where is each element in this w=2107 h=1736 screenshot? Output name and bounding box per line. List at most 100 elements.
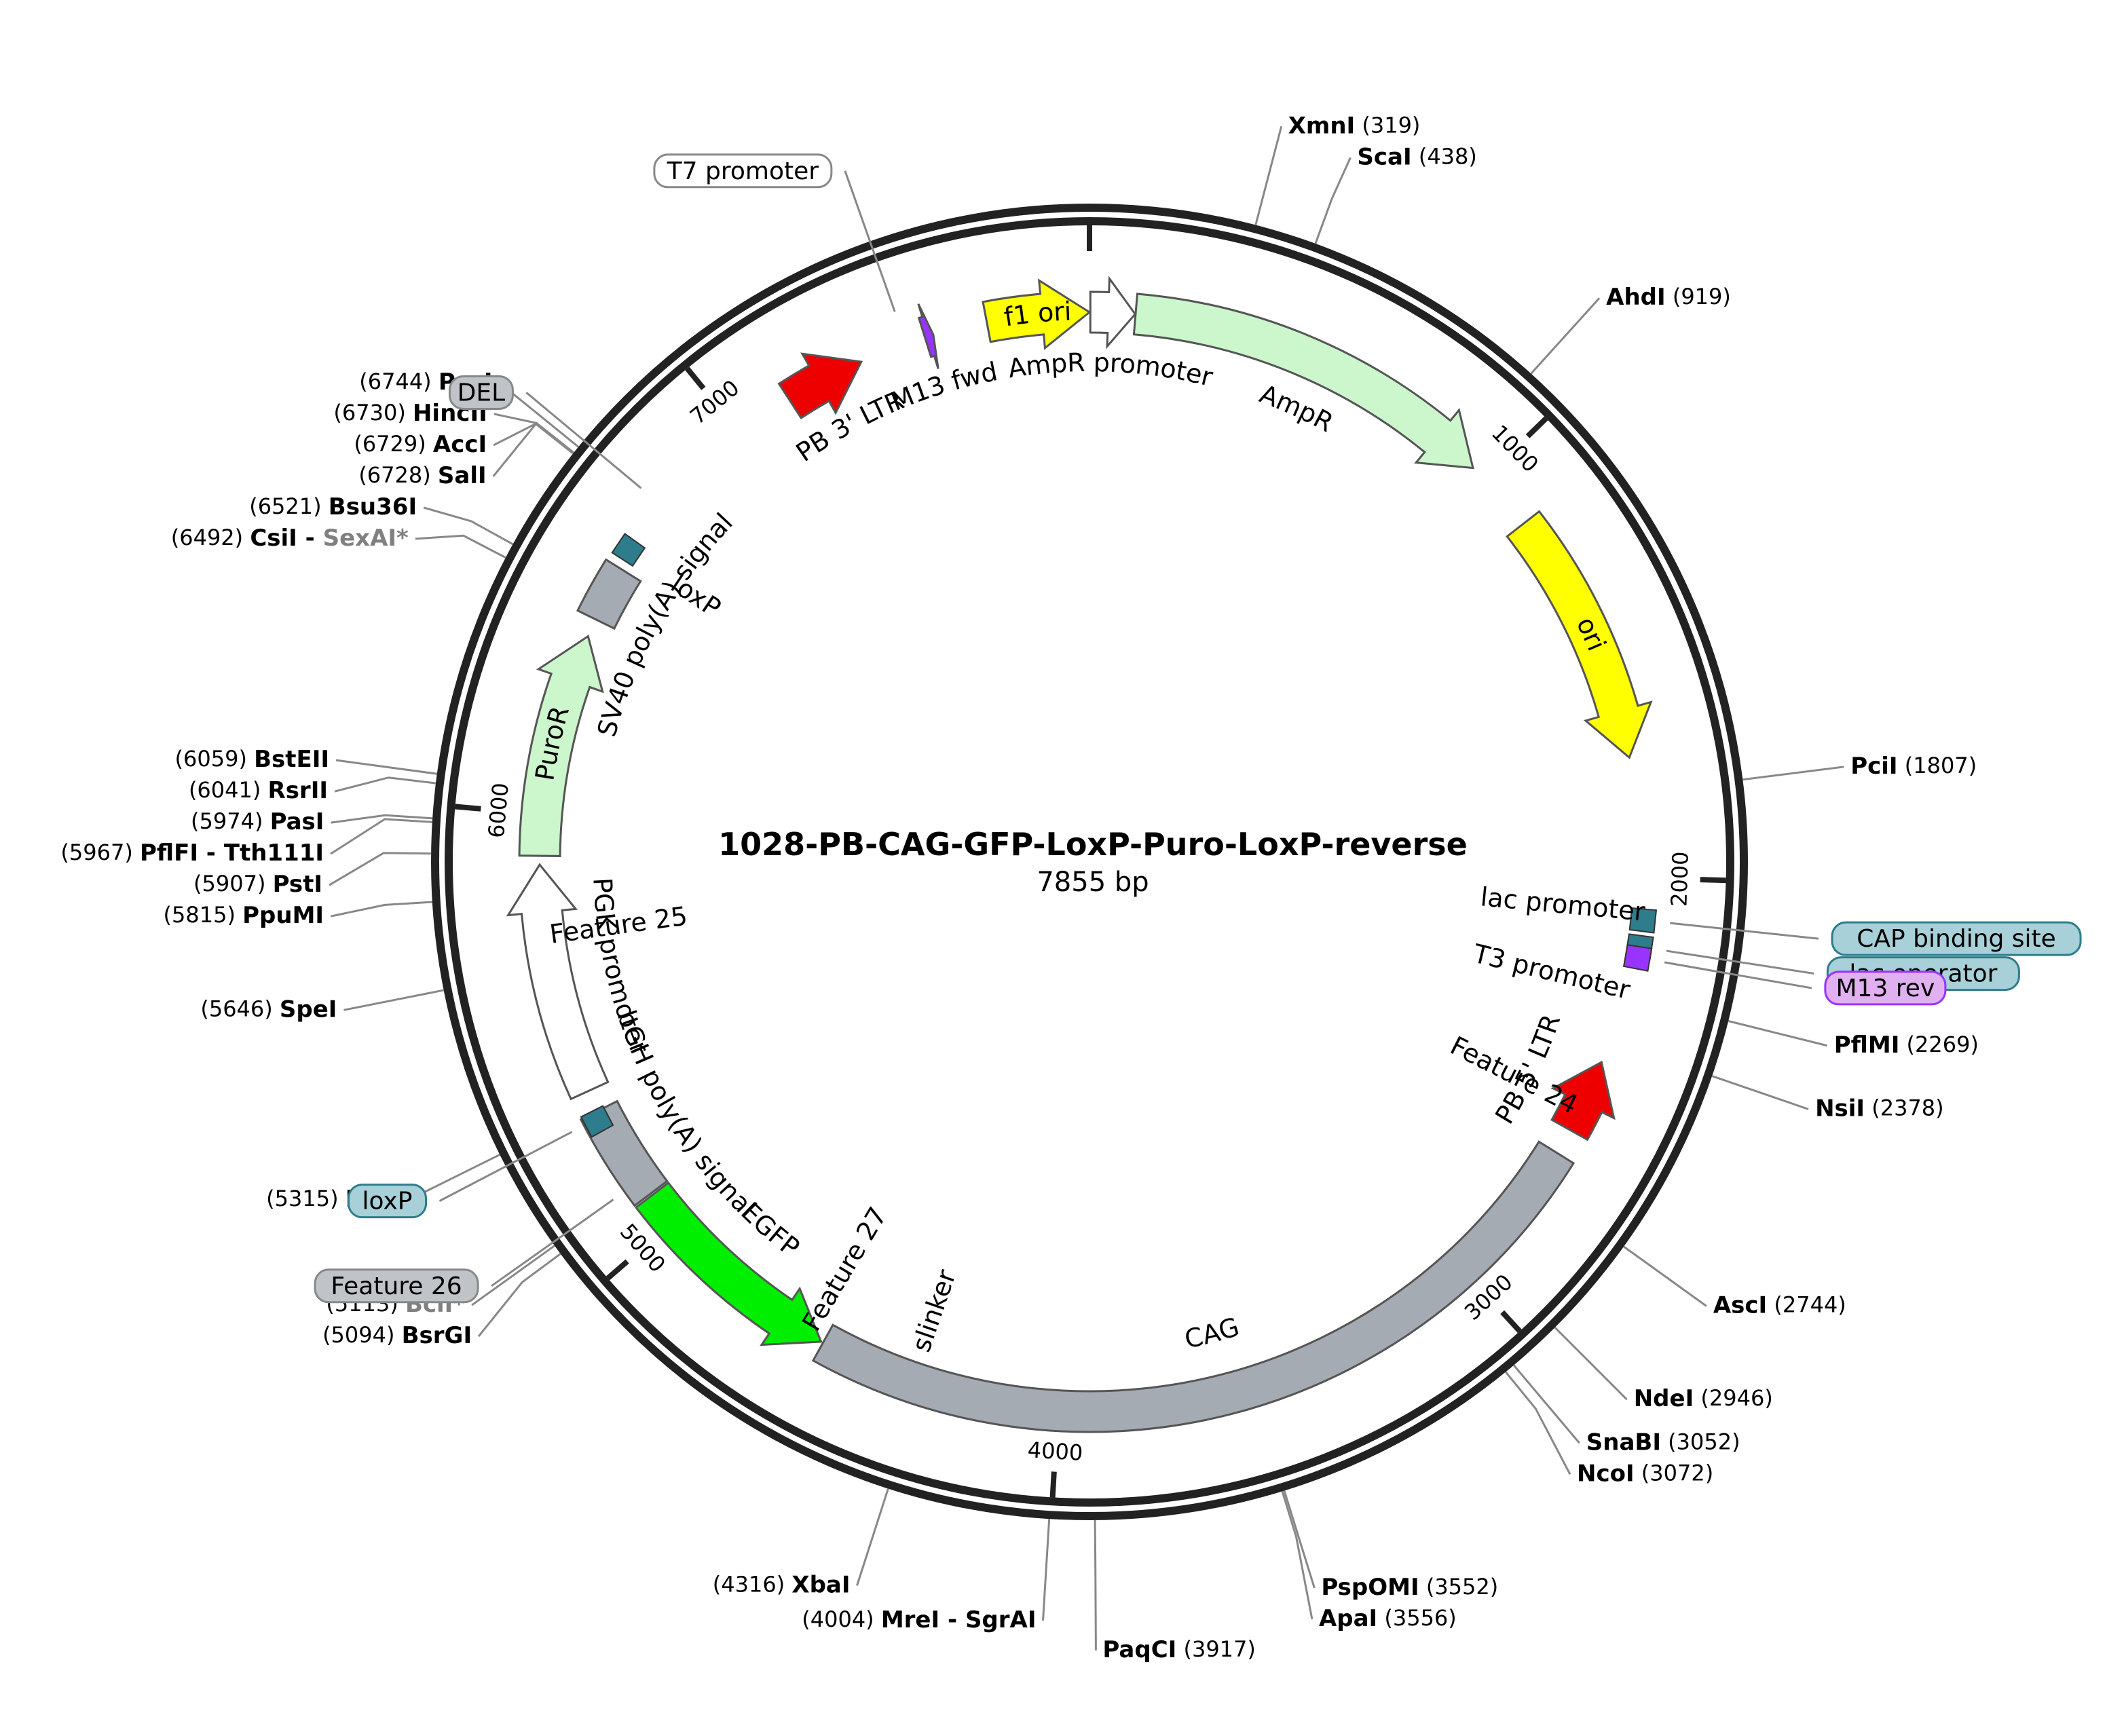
site-pflfi: (5967) PflFI - Tth111I bbox=[60, 839, 324, 867]
site-position: (438) bbox=[1412, 143, 1477, 169]
site-line-pcii bbox=[1742, 766, 1844, 781]
site-rsrii: (6041) RsrII bbox=[189, 777, 328, 804]
site-spei: (5646) SpeI bbox=[200, 996, 337, 1023]
site-pasi: (5974) PasI bbox=[191, 808, 324, 835]
site-sep: - bbox=[939, 1606, 965, 1633]
site-line-scai bbox=[1314, 157, 1351, 244]
site-name: SalI bbox=[438, 461, 487, 489]
site-line-pflmi bbox=[1728, 1020, 1828, 1047]
tag-cap-binding-site bbox=[1831, 921, 2082, 956]
site-line-spei bbox=[343, 989, 444, 1011]
ruler-tick-7000 bbox=[685, 366, 706, 390]
site-name-2: SexAI* bbox=[323, 524, 409, 551]
site-asci: AscI (2744) bbox=[1713, 1291, 1846, 1319]
ruler-label-2000: 2000 bbox=[1666, 851, 1693, 907]
site-bsu36i: (6521) Bsu36I bbox=[249, 493, 417, 520]
site-ahdi: AhdI (919) bbox=[1606, 284, 1731, 311]
site-name: PpuMI bbox=[242, 902, 324, 929]
site-name: PstI bbox=[273, 871, 322, 898]
small-feature-loxp bbox=[580, 1105, 614, 1138]
inner-label-feature-27: Feature 27 bbox=[796, 1202, 893, 1336]
site-line-rsrii bbox=[334, 776, 436, 793]
inner-label-slinker: slinker bbox=[906, 1266, 962, 1356]
tag-line-lac-operator bbox=[1666, 949, 1814, 975]
feature-cag bbox=[811, 1140, 1575, 1433]
site-name-2: Tth111I bbox=[224, 839, 324, 867]
feature-label-ampr-promoter: AmpR promoter bbox=[1006, 347, 1216, 392]
tag-label-m13-rev: M13 rev bbox=[1835, 975, 1935, 1002]
restriction-site-lines bbox=[329, 126, 1844, 1650]
feature-sv40-poly-a-signal bbox=[576, 558, 642, 630]
small-features bbox=[580, 533, 1658, 1138]
site-position: (1807) bbox=[1898, 753, 1977, 778]
site-position: (6041) bbox=[189, 777, 268, 803]
inner-label-t3-promoter: T3 promoter bbox=[1470, 939, 1633, 1005]
site-ndei: NdeI (2946) bbox=[1634, 1385, 1773, 1412]
feature-f1-ori bbox=[982, 278, 1092, 350]
site-xmni: XmnI (319) bbox=[1288, 112, 1421, 139]
site-name: PspOMI bbox=[1321, 1573, 1419, 1600]
site-name: PaqCI bbox=[1102, 1636, 1176, 1663]
site-ncoi: NcoI (3072) bbox=[1577, 1460, 1713, 1487]
site-line-paqci bbox=[1094, 1520, 1097, 1650]
tag-line-cap-binding-site bbox=[1670, 922, 1819, 940]
site-position: (6744) bbox=[359, 369, 439, 394]
site-position: (3917) bbox=[1176, 1636, 1256, 1662]
ruler-tick-1000 bbox=[1525, 416, 1548, 438]
site-name: PflMI bbox=[1834, 1031, 1900, 1058]
site-name: PciI bbox=[1850, 752, 1897, 779]
site-position: (6730) bbox=[333, 400, 413, 426]
site-position: (2744) bbox=[1767, 1292, 1846, 1318]
site-position: (5646) bbox=[200, 996, 280, 1021]
site-pspomi: PspOMI (3552) bbox=[1321, 1573, 1498, 1600]
site-ppumi: (5815) PpuMI bbox=[164, 902, 324, 929]
site-position: (3072) bbox=[1635, 1460, 1714, 1486]
small-feature-cap-binding-site bbox=[1628, 907, 1658, 934]
site-bsteii: (6059) BstEII bbox=[175, 746, 330, 773]
site-name: AscI bbox=[1713, 1291, 1767, 1319]
feature-puror bbox=[518, 635, 604, 857]
tag-label-t7-promoter: T7 promoter bbox=[667, 157, 819, 185]
tag-del bbox=[448, 375, 514, 410]
site-position: (2378) bbox=[1865, 1095, 1944, 1120]
tag-line-m13-rev bbox=[1664, 961, 1812, 989]
feature-pb-5-ltr bbox=[1550, 1060, 1616, 1141]
site-paqci: PaqCI (3917) bbox=[1102, 1636, 1255, 1663]
tag-loxp bbox=[348, 1184, 428, 1219]
site-sali: (6728) SalI bbox=[358, 461, 486, 489]
site-name: SpeI bbox=[280, 996, 337, 1023]
site-line-psti bbox=[329, 852, 432, 886]
site-line-pasi bbox=[331, 814, 433, 824]
restriction-site-labels: XmnI (319)ScaI (438)AhdI (919)PciI (1807… bbox=[60, 112, 1979, 1663]
feature-egfp bbox=[634, 1181, 823, 1346]
tag-line-feature-26 bbox=[491, 1199, 614, 1287]
site-line-ndei bbox=[1554, 1327, 1628, 1401]
tag-line-del bbox=[525, 392, 642, 489]
site-name: XmnI bbox=[1288, 112, 1356, 139]
site-name: MreI bbox=[881, 1606, 939, 1633]
site-position: (5094) bbox=[322, 1322, 402, 1348]
plasmid-title: 1028-PB-CAG-GFP-LoxP-Puro-LoxP-reverse bbox=[718, 826, 1468, 863]
site-name: BsrGI bbox=[402, 1322, 472, 1349]
site-line-ncoi bbox=[1505, 1371, 1571, 1475]
plasmid-length: 7855 bp bbox=[1037, 867, 1149, 898]
site-name: BstEII bbox=[254, 746, 329, 773]
site-name: NcoI bbox=[1577, 1460, 1635, 1487]
site-position: (6492) bbox=[171, 525, 250, 550]
feature-ori bbox=[1506, 510, 1653, 759]
site-position: (6059) bbox=[175, 746, 255, 772]
site-line-nsii bbox=[1711, 1075, 1809, 1110]
ruler-label-4000: 4000 bbox=[1027, 1437, 1084, 1466]
tag-line-t7-promoter bbox=[844, 170, 896, 312]
site-position: (6729) bbox=[354, 431, 433, 457]
site-name: PasI bbox=[270, 808, 324, 835]
site-line-bsu36i bbox=[423, 506, 514, 546]
ruler-tick-6000 bbox=[455, 804, 481, 812]
site-name: AccI bbox=[433, 430, 487, 457]
site-name: NdeI bbox=[1634, 1385, 1694, 1412]
site-position: (6728) bbox=[358, 462, 438, 488]
site-position: (4004) bbox=[802, 1606, 881, 1632]
site-line-csii bbox=[415, 534, 506, 559]
